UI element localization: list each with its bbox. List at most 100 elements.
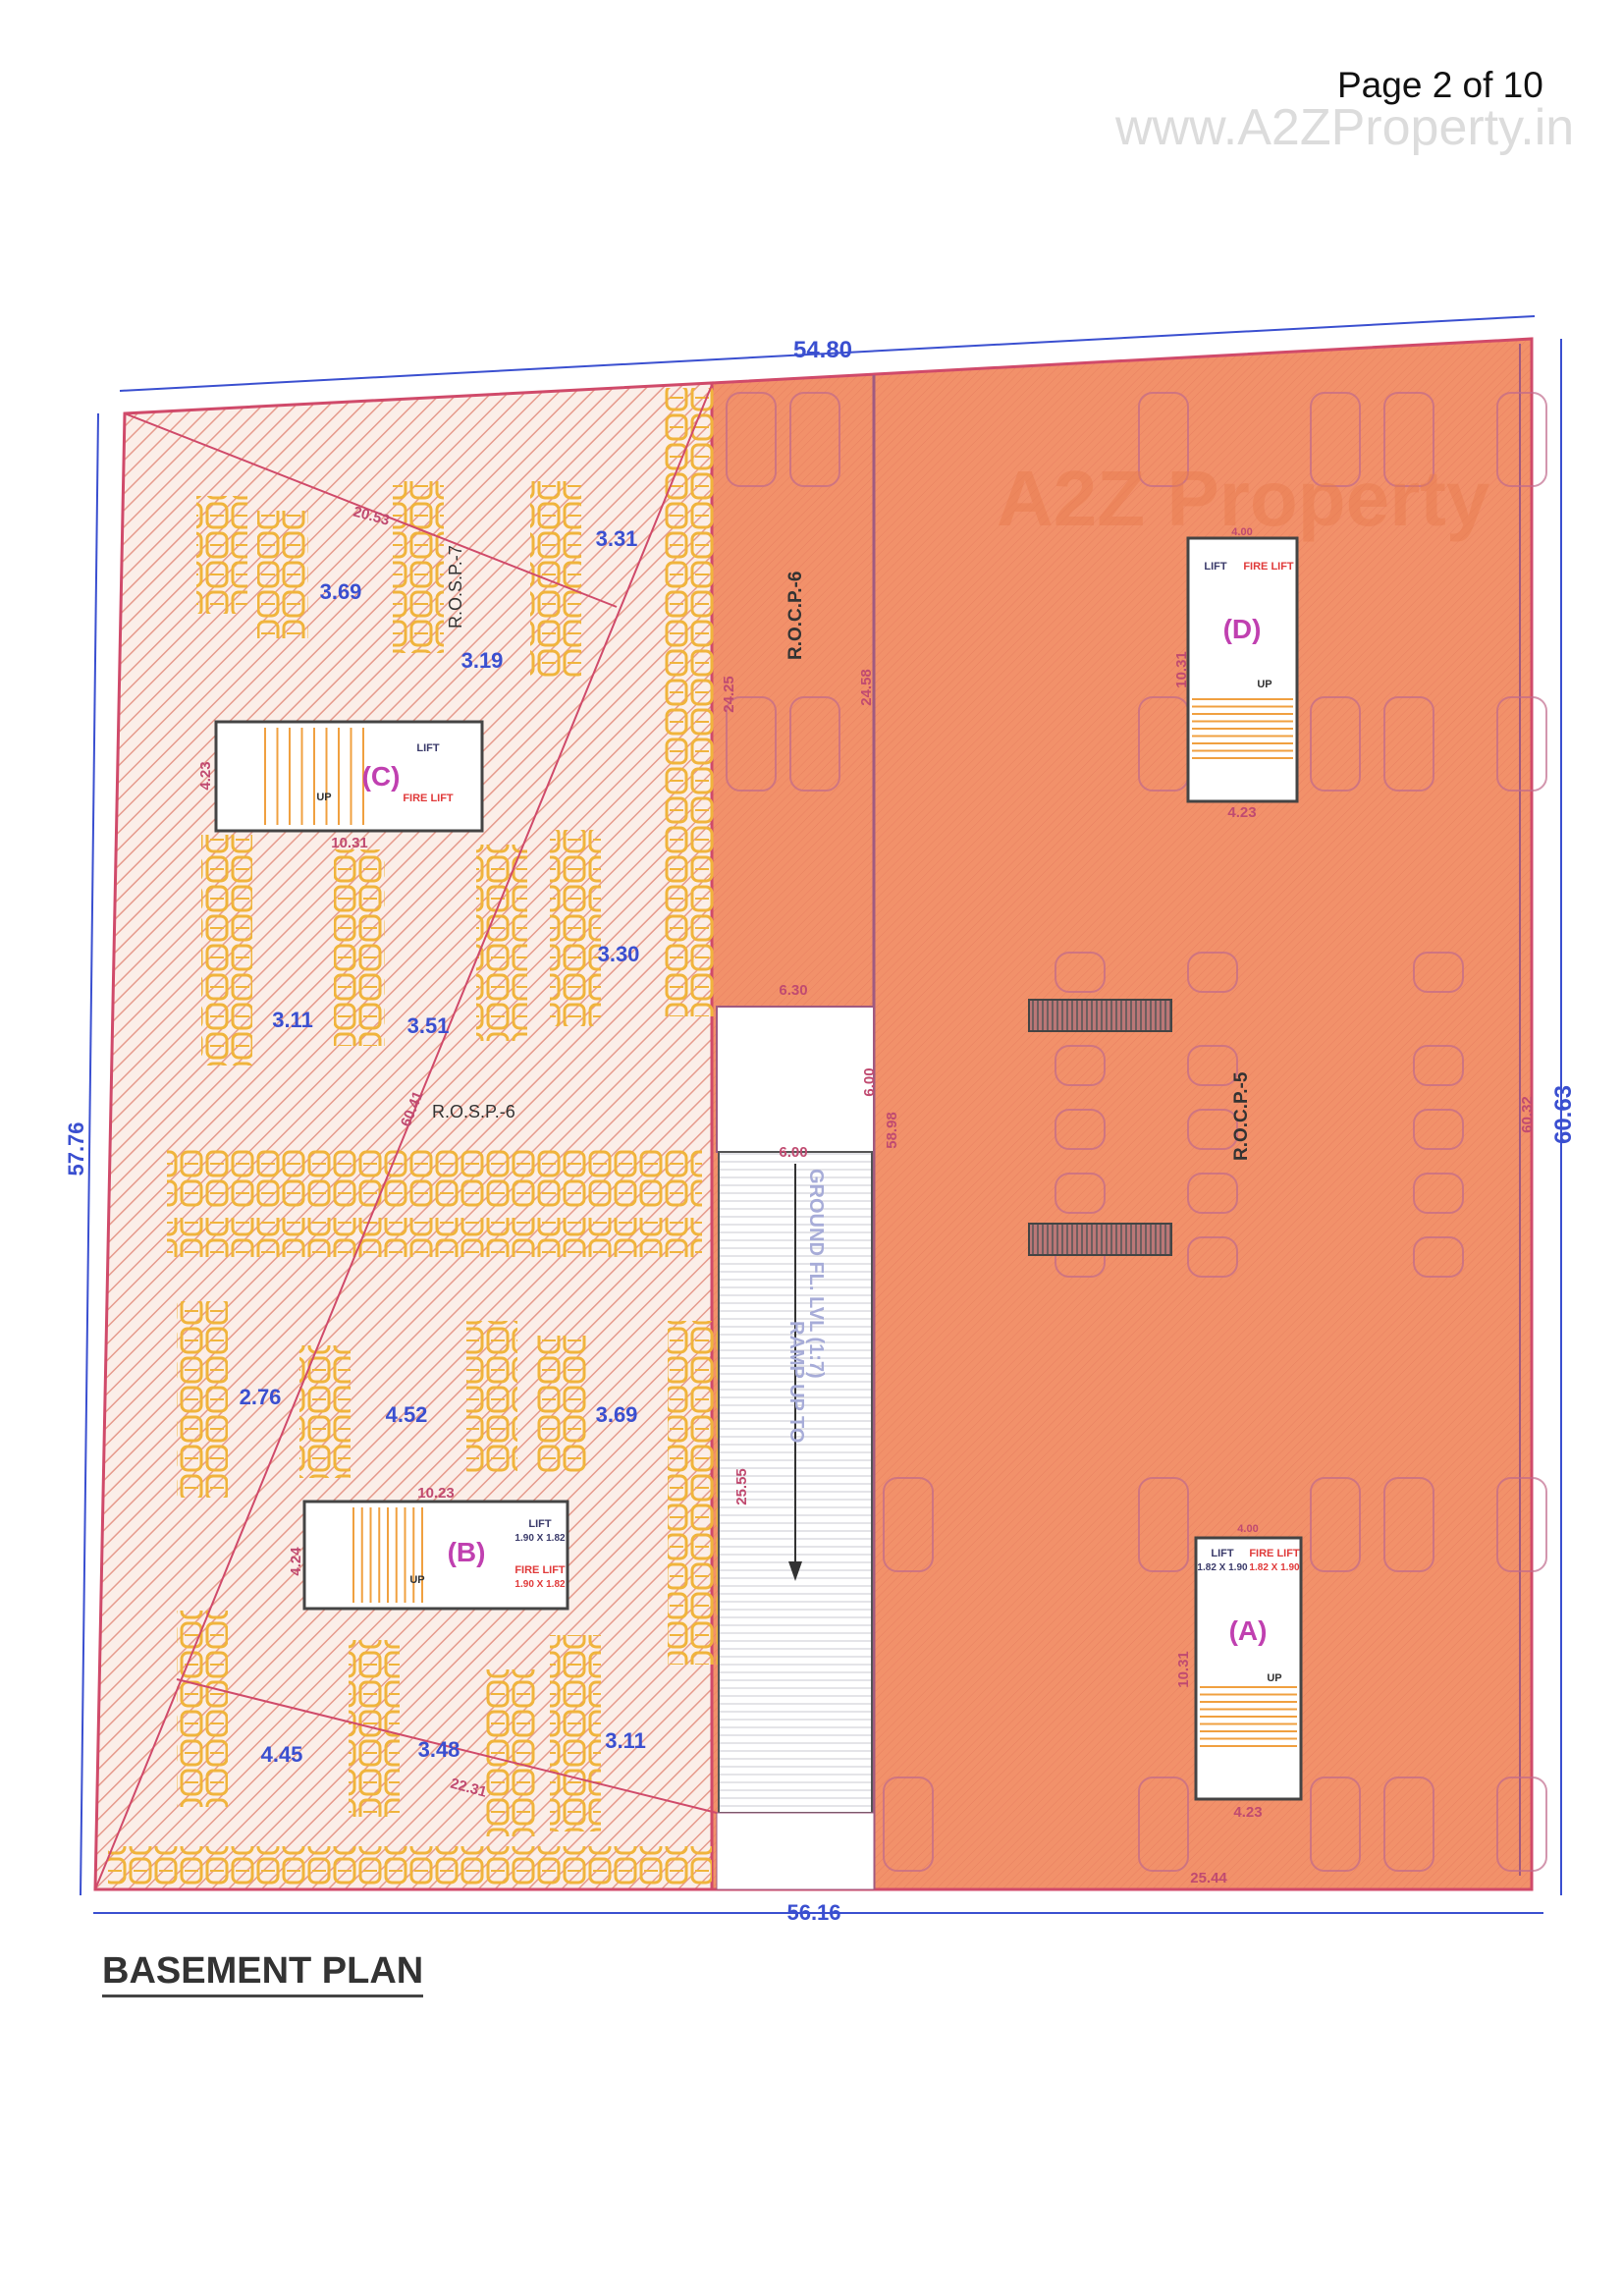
ramp-landing [716,1006,875,1153]
dimension-label-red: 6.30 [779,982,807,999]
zone-label-rocp5: R.O.C.P.-5 [1231,1071,1252,1161]
lift-label: LIFT [528,1518,551,1530]
diagonal-line [94,384,713,1890]
lift-size: 1.90 X 1.82 [514,1533,566,1544]
dimension-label-red: 25.55 [733,1468,750,1505]
dimension-label-blue: 3.48 [418,1737,460,1762]
arrow-head-icon [788,1561,802,1581]
car-outline [726,696,777,792]
dimension-label-blue: 3.69 [596,1402,638,1427]
car-outline [1383,1477,1434,1572]
parking-bay-row [535,1336,586,1473]
dimension-label-boundary: 60.63 [1550,1085,1577,1144]
dimension-label-blue: 4.52 [386,1402,428,1427]
parking-bay-row [530,481,581,678]
car-outline [1383,696,1434,792]
core-label: (A) [1229,1615,1268,1646]
car-outline [1496,1777,1547,1872]
dimension-label-boundary: 56.16 [786,1900,840,1925]
dimension-label-blue: 3.11 [605,1728,646,1753]
parking-bay-row [668,1321,719,1665]
car-outline [1310,696,1361,792]
fire-lift-size: 1.82 X 1.90 [1249,1562,1300,1573]
dimension-label-red: 10.31 [1173,651,1190,688]
car-outline [1496,696,1547,792]
dimension-label-red: 10.31 [331,835,368,851]
up-label: UP [409,1574,424,1586]
dimension-line [80,412,99,1896]
fire-lift-label: FIRE LIFT [514,1564,566,1576]
zone-label-rosp7: R.O.S.P.-7 [446,545,465,629]
ramp-label-2: GROUND FL. LVL (1:7) [805,1169,827,1379]
dimension-label-blue: 3.31 [596,526,638,551]
car-outline [883,1777,934,1872]
car-outline [1383,1777,1434,1872]
parking-bay-row [201,835,252,1066]
parking-bay-row [663,388,714,1016]
plan-title: BASEMENT PLAN [102,1950,424,1997]
parking-bay-row [177,1611,228,1807]
car-outline [1310,392,1361,487]
car-outline [1187,952,1238,993]
car-outline [1496,392,1547,487]
ramp-base [716,1812,875,1890]
page-number: Page 2 of 10 [1337,65,1543,105]
ventilation-grille [1028,1223,1172,1256]
parking-bay-row [550,1635,601,1831]
dimension-label-red: 24.25 [721,676,737,713]
parking-bay-row [466,1321,517,1473]
car-outline [1413,1236,1464,1278]
core-label: (C) [362,761,401,792]
parking-bay-row [299,1345,351,1478]
dimension-label-blue: 3.19 [461,648,504,673]
diagonal-line [124,412,618,608]
core-wall [302,1500,569,1611]
dimension-line [119,315,1536,392]
core-wall [1186,536,1299,803]
car-outline [1055,1109,1106,1150]
car-outline [883,1477,934,1572]
car-outline [1138,1477,1189,1572]
dimension-label-blue: 3.69 [320,579,362,604]
dimension-label-red: 10.31 [1175,1651,1192,1688]
car-outline [789,392,840,487]
parking-bay-row [167,1218,702,1257]
core-label: (D) [1223,614,1262,644]
dimension-label-blue: 3.11 [272,1008,313,1032]
dimension-label-blue: 2.76 [240,1385,282,1409]
parking-bay-row [486,1669,537,1836]
parking-bay-row [476,845,527,1041]
parking-bay-row [177,1301,228,1498]
parking-bay-row [108,1846,712,1886]
parking-bay-row [550,830,601,1026]
lift-size: 1.82 X 1.90 [1197,1562,1248,1573]
dimension-label-blue: 3.51 [407,1013,450,1038]
car-outline [1413,1045,1464,1086]
dimension-label-blue: 4.45 [261,1742,303,1767]
car-outline [1310,1477,1361,1572]
fire-lift-size: 1.90 X 1.82 [514,1579,566,1590]
zone-label-rocp6: R.O.C.P.-6 [785,572,806,660]
core-wall [214,720,484,833]
dimension-label-boundary: 57.76 [64,1121,88,1175]
car-outline [1055,1173,1106,1214]
car-outline [1138,1777,1189,1872]
dimension-label-red: 10.23 [417,1485,455,1502]
dimension-label-red: 60.32 [1519,1096,1536,1133]
dimension-label-red: 4.23 [197,761,214,790]
dimension-label-red: 4.00 [1237,1523,1258,1535]
lift-label: LIFT [1211,1548,1233,1559]
ventilation-grille [1028,999,1172,1032]
parking-bay-row [196,496,247,614]
car-outline [1310,1777,1361,1872]
car-outline [1496,1477,1547,1572]
diagonal-line [176,1678,718,1814]
zone-label-rosp6: R.O.S.P.-6 [432,1102,515,1121]
dimension-label-boundary: 54.80 [793,337,852,363]
car-outline [1413,952,1464,993]
website-watermark: www.A2ZProperty.in [1115,99,1575,156]
